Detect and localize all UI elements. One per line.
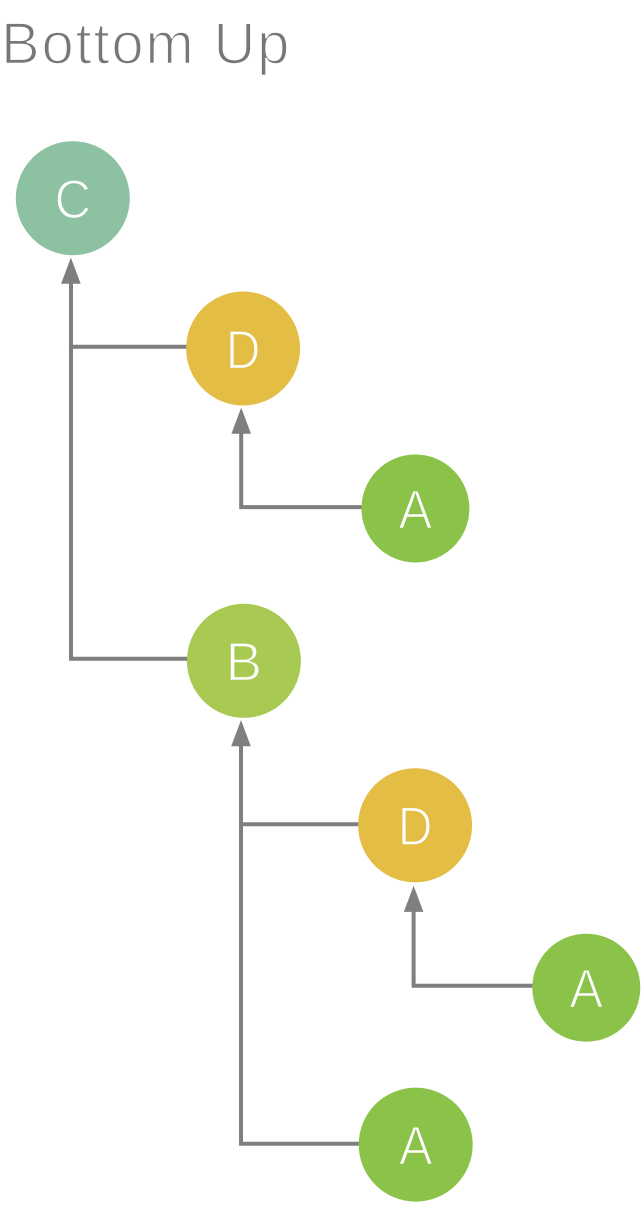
svg-text:D: D [226,318,261,380]
svg-text:B: B [226,631,263,693]
svg-text:A: A [399,1115,433,1176]
svg-text:C: C [55,169,92,230]
svg-text:A: A [569,959,603,1020]
svg-text:D: D [398,795,433,857]
svg-text:A: A [399,479,433,540]
svg-text:Bottom Up: Bottom Up [1,12,291,77]
